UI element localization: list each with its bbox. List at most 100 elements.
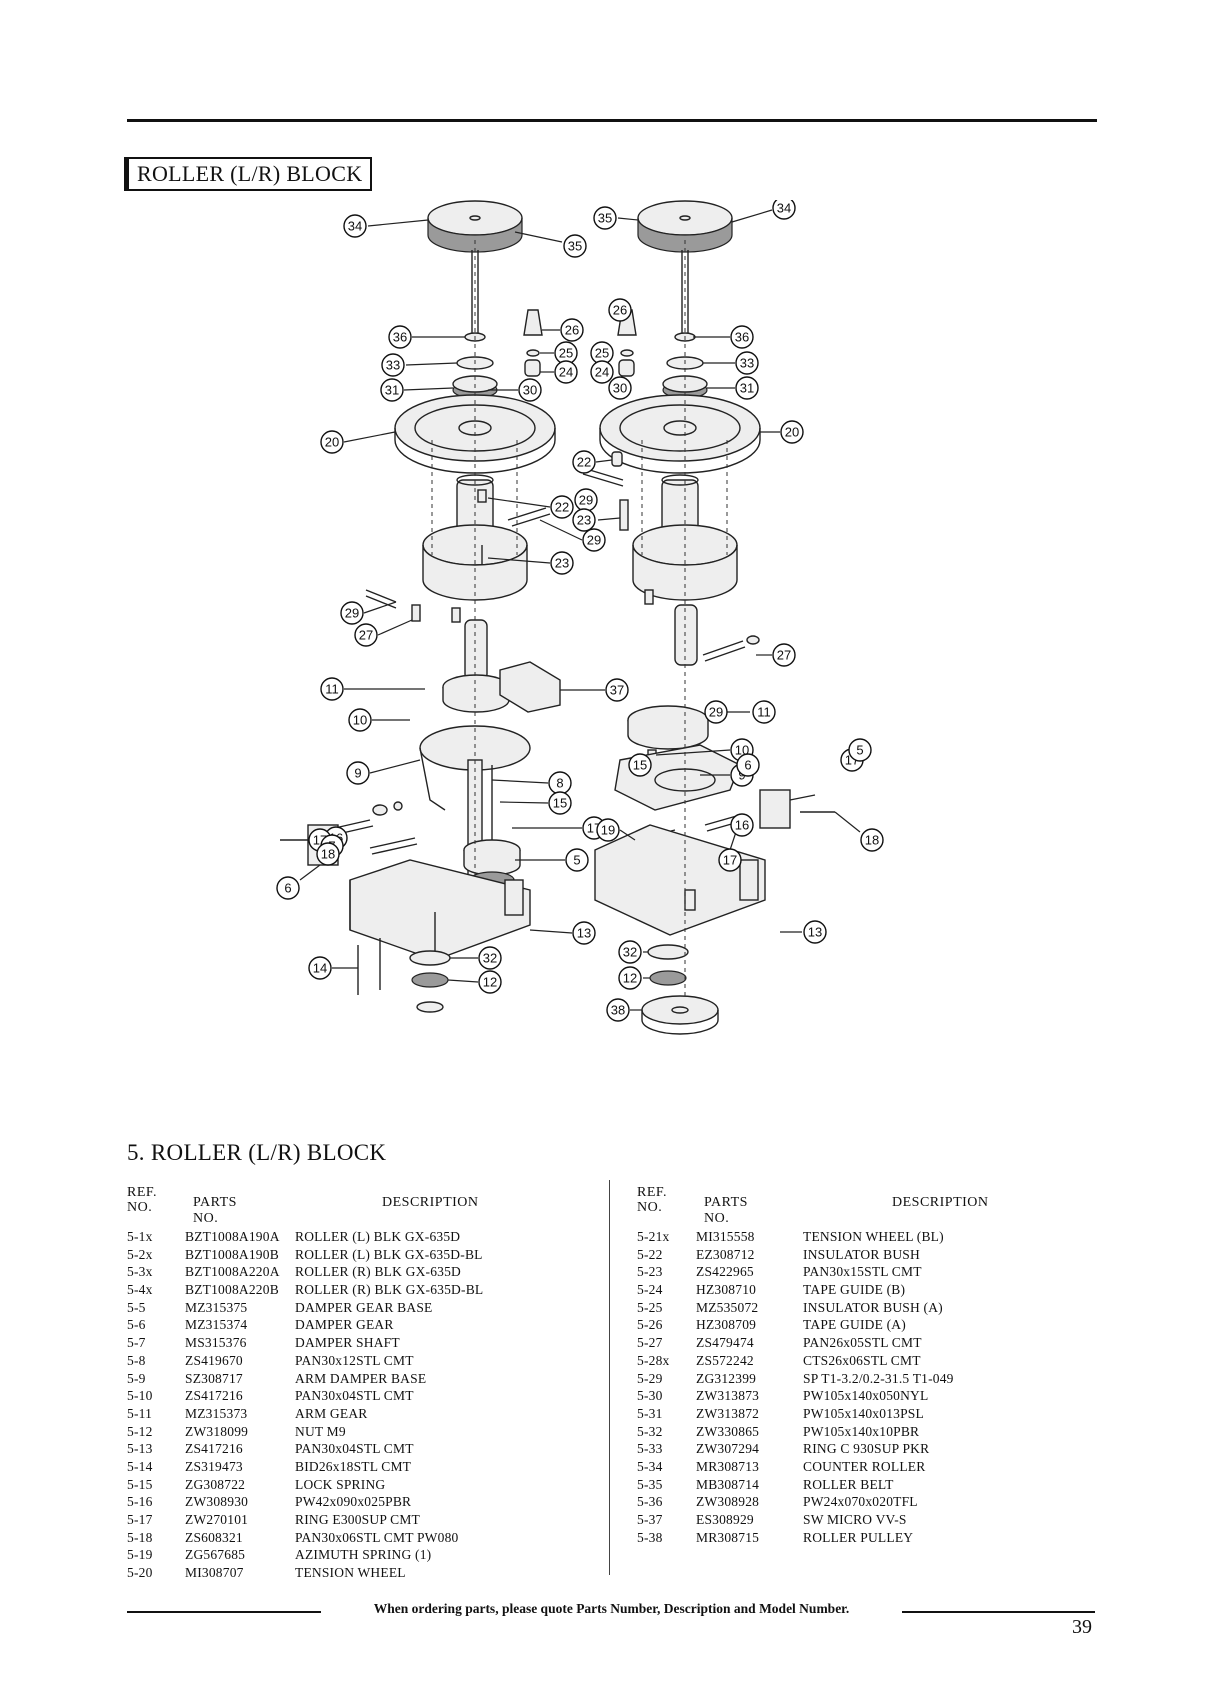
callout-number: 18	[865, 833, 879, 848]
callout-number: 38	[611, 1003, 625, 1018]
callout-number: 13	[808, 925, 822, 940]
ref-no-cell: 5-22	[637, 1246, 663, 1262]
ordering-note: When ordering parts, please quote Parts …	[373, 1601, 850, 1616]
column-divider	[609, 1180, 610, 1575]
parts-no-cell: MR308715	[696, 1529, 760, 1545]
callout-label: 11	[752, 700, 776, 724]
callout-label: 8	[548, 771, 572, 795]
callout-label: 33	[735, 351, 759, 375]
callout-number: 22	[577, 455, 591, 470]
callout-number: 26	[613, 303, 627, 318]
callout-label: 33	[381, 353, 405, 377]
ref-no-cell: 5-5	[127, 1299, 146, 1315]
description-header: DESCRIPTION	[382, 1195, 479, 1210]
description-cell: INSULATOR BUSH (A)	[803, 1299, 943, 1315]
ref-no-cell: 5-29	[637, 1370, 663, 1386]
parts-no-cell: MZ315373	[185, 1405, 248, 1421]
callout-number: 11	[325, 682, 339, 697]
parts-no-cell: ZW313872	[696, 1405, 760, 1421]
ref-no-cell: 5-1x	[127, 1229, 153, 1244]
callout-number: 29	[587, 533, 601, 548]
parts-no-cell: ZW308928	[696, 1494, 760, 1510]
callout-number: 15	[633, 758, 647, 773]
callout-number: 36	[735, 330, 749, 345]
callout-label: 16	[730, 813, 754, 837]
ref-no-cell: 5-9	[127, 1370, 146, 1386]
parts-no-cell: BZT1008A190A	[185, 1229, 280, 1244]
footer-rule-left	[127, 1611, 321, 1613]
description-cell: ARM GEAR	[295, 1405, 368, 1421]
description-cell: ROLLER (R) BLK GX-635D-BL	[295, 1282, 484, 1298]
ref-no-cell: 5-14	[127, 1458, 153, 1474]
callout-number: 16	[735, 818, 749, 833]
callout-number: 29	[709, 705, 723, 720]
description-cell: PAN30x06STL CMT PW080	[295, 1529, 459, 1545]
ref-no-cell: 5-26	[637, 1317, 663, 1333]
ref-no-cell: 5-2x	[127, 1246, 153, 1262]
ref-no-cell: 5-6	[127, 1317, 146, 1333]
callout-number: 20	[785, 425, 799, 440]
ref-no-cell: 5-11	[127, 1405, 153, 1421]
callout-label: 31	[380, 378, 404, 402]
parts-no-cell: ZG567685	[185, 1547, 246, 1563]
parts-no-cell: ZS417216	[185, 1388, 243, 1404]
description-cell: PAN30x04STL CMT	[295, 1388, 414, 1404]
ref-no-cell: 5-32	[637, 1423, 663, 1439]
ref-no-cell: 5-18	[127, 1529, 153, 1545]
description-cell: RING C 930SUP PKR	[803, 1441, 930, 1457]
description-cell: PAN30x04STL CMT	[295, 1441, 414, 1457]
description-header: DESCRIPTION	[892, 1195, 989, 1210]
callout-number: 31	[385, 383, 399, 398]
callout-number: 6	[744, 758, 751, 773]
ref-no-cell: 5-28x	[637, 1352, 670, 1368]
description-cell: INSULATOR BUSH	[803, 1246, 920, 1262]
parts-no-cell: ZS479474	[696, 1335, 754, 1351]
description-cell: AZIMUTH SPRING (1)	[295, 1547, 432, 1563]
callout-number: 35	[568, 239, 582, 254]
callout-number: 36	[393, 330, 407, 345]
section-title: 5. ROLLER (L/R) BLOCK	[127, 1140, 387, 1165]
description-cell: PW24x070x020TFL	[803, 1494, 918, 1510]
callout-number: 13	[577, 926, 591, 941]
parts-no-cell: MS315376	[185, 1335, 247, 1351]
ref-no-cell: 5-34	[637, 1458, 663, 1474]
parts-no-header: PARTS NO.	[704, 1195, 748, 1226]
parts-no-header: PARTS NO.	[193, 1195, 237, 1226]
parts-no-cell: SZ308717	[185, 1370, 243, 1386]
parts-no-cell: ZS419670	[185, 1352, 243, 1368]
description-cell: TENSION WHEEL (BL)	[803, 1229, 944, 1244]
callout-number: 27	[777, 648, 791, 663]
callout-number: 9	[354, 766, 361, 781]
description-cell: SP T1-3.2/0.2-31.5 T1-049	[803, 1370, 954, 1386]
description-cell: DAMPER SHAFT	[295, 1335, 400, 1351]
callout-number: 34	[348, 219, 362, 234]
callout-label: 29	[340, 601, 364, 625]
callout-number: 12	[483, 975, 497, 990]
callout-label: 10	[348, 708, 372, 732]
callout-number: 18	[321, 847, 335, 862]
callout-label: 6	[736, 753, 760, 777]
parts-no-cell: MB308714	[696, 1476, 760, 1492]
callout-number: 30	[613, 381, 627, 396]
description-cell: DAMPER GEAR BASE	[295, 1299, 433, 1315]
ref-no-cell: 5-8	[127, 1352, 146, 1368]
description-cell: TENSION WHEEL	[295, 1565, 406, 1581]
parts-no-cell: ZW330865	[696, 1423, 760, 1439]
callout-label: 29	[574, 488, 598, 512]
description-cell: RING E300SUP CMT	[295, 1512, 420, 1527]
parts-no-cell: ZW313873	[696, 1388, 760, 1404]
callout-label: 36	[388, 325, 412, 349]
callout-number: 10	[353, 713, 367, 728]
parts-no-cell: BZT1008A190B	[185, 1246, 279, 1262]
description-cell: ROLLER (L) BLK GX-635D	[295, 1229, 461, 1244]
callout-label: 19	[596, 818, 620, 842]
callout-label: 17	[718, 848, 742, 872]
parts-no-cell: ES308929	[696, 1512, 754, 1527]
ref-no-cell: 5-10	[127, 1388, 153, 1404]
callout-number: 17	[723, 853, 737, 868]
callout-label: 18	[860, 828, 884, 852]
callout-label: 24	[590, 360, 614, 384]
description-cell: CTS26x06STL CMT	[803, 1352, 921, 1368]
